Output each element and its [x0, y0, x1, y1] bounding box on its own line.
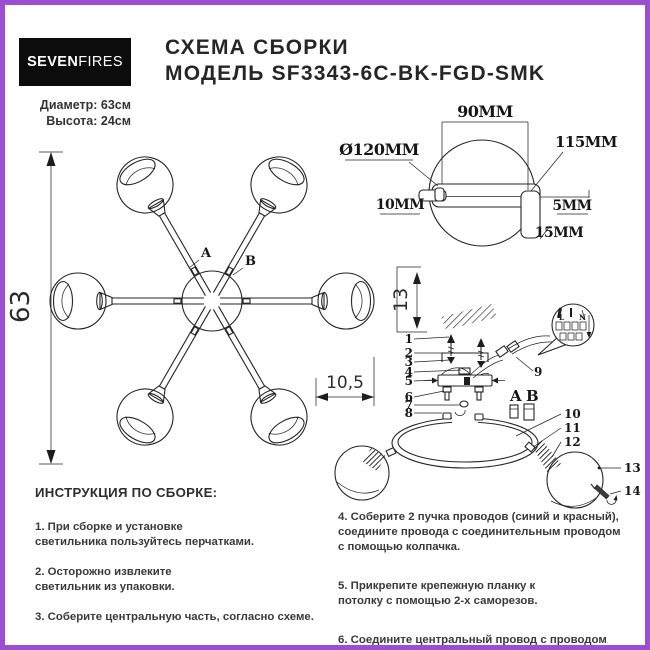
part-number-9: 9 [534, 365, 542, 379]
part-number-4: 4 [405, 365, 413, 379]
dimension-5mm-label: 5ММ [552, 198, 591, 214]
brand-logo-part1: SEVEN [27, 54, 79, 70]
ring-shade-left [334, 445, 397, 501]
dimension-10-5-label: 10,5 [326, 373, 364, 393]
part-number-14: 14 [624, 484, 641, 498]
ring-shade-right [524, 440, 604, 509]
instruction-item-1: 1. При сборке и установке светильника по… [35, 521, 255, 549]
ceiling-hatch [441, 304, 497, 330]
instruction-item-5: 5. Прикрепите крепежную планку к потолку… [338, 580, 538, 608]
part-label-a: A [509, 387, 522, 405]
part-number-11: 11 [564, 421, 581, 435]
part-number-1: 1 [405, 332, 413, 346]
size-specs: Диаметр: 63см Высота: 24см [19, 97, 131, 129]
wire-label-l: L [559, 313, 565, 322]
mounting-bar [425, 367, 505, 387]
dimension-10mm-label: 10ММ [376, 197, 424, 213]
page-title: СХЕМА СБОРКИ МОДЕЛЬ SF3343-6C-BK-FGD-SMK [165, 35, 545, 87]
part-number-10: 10 [564, 407, 581, 421]
spec-height: Высота: 24см [46, 114, 131, 128]
part-number-12: 12 [564, 435, 581, 449]
instruction-item-3: 3. Соберите центральную часть, согласно … [35, 611, 314, 624]
arm-label-a: A [200, 246, 212, 261]
dimension-15mm: 15ММ [535, 225, 584, 241]
dimension-63-label: 63 [6, 290, 36, 323]
exploded-assembly-view: 13 1 2 3 4 5 6 7 8 [334, 266, 641, 509]
threaded-posts [442, 386, 484, 401]
technical-drawing: A B 63 10,5 [6, 102, 641, 509]
ring-body [391, 400, 539, 469]
instruction-item-6: 6. Соедините центральный провод с провод… [338, 634, 607, 647]
part-numbers-1-8: 1 2 3 4 5 6 7 8 [405, 332, 462, 420]
dimension-15mm-label: 15ММ [535, 225, 583, 241]
title-line-2: МОДЕЛЬ SF3343-6C-BK-FGD-SMK [165, 62, 546, 85]
part-number-13: 13 [624, 461, 641, 475]
dimension-13: 13 [390, 266, 427, 333]
mount-plate-view: 90ММ Ø120ММ 115ММ 10ММ 5ММ [339, 102, 618, 247]
part-numbers-10-14: 10 11 12 13 14 [515, 407, 641, 498]
instructions-heading: ИНСТРУКЦИЯ ПО СБОРКЕ: [35, 485, 218, 500]
instruction-item-2: 2. Осторожно извлеките светильник из упа… [35, 566, 175, 594]
part-number-3: 3 [405, 355, 413, 369]
wiring: 9 [469, 335, 555, 379]
terminal-detail-bubble: L N [537, 303, 595, 356]
brand-logo-part2: FIRES [78, 54, 123, 70]
instructions-left-column: ИНСТРУКЦИЯ ПО СБОРКЕ: 1. При сборке и ус… [35, 485, 327, 640]
dimension-90mm: 90ММ [441, 102, 529, 190]
parts-a-b: A B [509, 387, 539, 421]
part-label-b: B [526, 387, 539, 405]
title-line-1: СХЕМА СБОРКИ [165, 36, 349, 59]
instruction-item-4: 4. Соберите 2 пучка проводов (синий и кр… [338, 511, 621, 554]
dimension-115mm-label: 115ММ [555, 133, 617, 151]
dimension-90mm-label: 90ММ [457, 102, 513, 121]
part-number-5: 5 [405, 374, 413, 388]
chandelier-top-view: A B 63 10,5 [6, 146, 375, 465]
dimension-63: 63 [6, 151, 63, 465]
part-number-7: 7 [405, 398, 413, 412]
dimension-120mm: Ø120ММ [339, 140, 439, 187]
dimension-115mm: 115ММ [530, 133, 618, 192]
dimension-10-5: 10,5 [315, 357, 375, 406]
dimension-10mm: 10ММ [376, 197, 425, 215]
dimension-5mm: 5ММ [540, 190, 592, 215]
part-number-8: 8 [405, 406, 413, 420]
screw-part-14 [590, 483, 618, 505]
mounting-bracket [441, 352, 489, 362]
instructions-right-column: 4. Соберите 2 пучка проводов (синий и кр… [338, 510, 645, 647]
spec-diameter: Диаметр: 63см [39, 98, 131, 112]
part-number-2: 2 [405, 346, 413, 360]
dimension-13-label: 13 [390, 288, 412, 312]
dimension-120mm-label: Ø120ММ [339, 140, 419, 159]
wire-label-n: N [579, 313, 586, 322]
mounting-screws [447, 334, 485, 368]
arm-label-b: B [245, 254, 256, 269]
part-number-6: 6 [405, 390, 413, 404]
